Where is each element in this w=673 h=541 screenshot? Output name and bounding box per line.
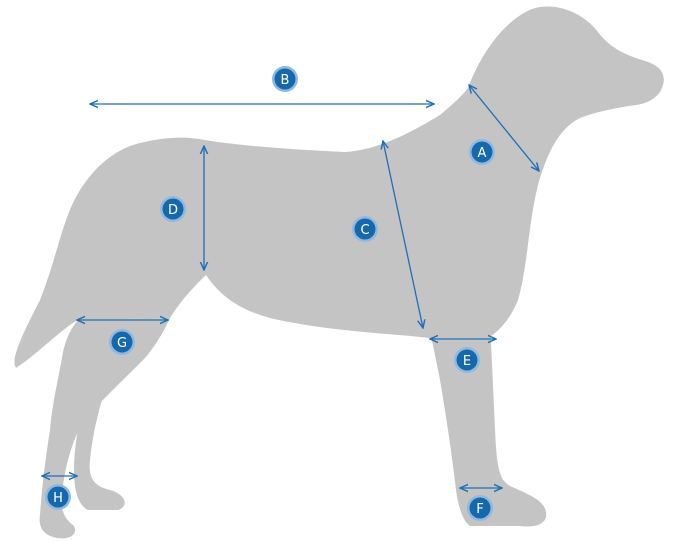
badge-h: H [45,484,71,510]
dog-body [14,6,664,368]
badge-h-label: H [53,491,63,506]
dog-hind-leg-front [39,318,170,539]
badge-g: G [109,329,135,355]
arrow-a-neck [469,85,539,171]
badge-c: C [352,216,378,242]
badge-d: D [160,196,186,222]
badge-e-label: E [463,354,471,369]
badge-e: E [454,347,480,373]
badge-b: B [272,66,298,92]
badge-f: F [467,495,493,521]
dog-front-leg [428,322,547,527]
badge-a: A [469,139,495,165]
badge-b-label: B [281,73,290,88]
badge-a-label: A [478,146,487,161]
badge-g-label: G [117,336,127,351]
measurement-arrows [42,85,539,488]
badge-c-label: C [360,223,369,238]
badge-f-label: F [476,502,483,517]
badge-d-label: D [168,203,178,218]
dog-silhouette [14,6,664,539]
arrow-c-chest [383,141,423,328]
